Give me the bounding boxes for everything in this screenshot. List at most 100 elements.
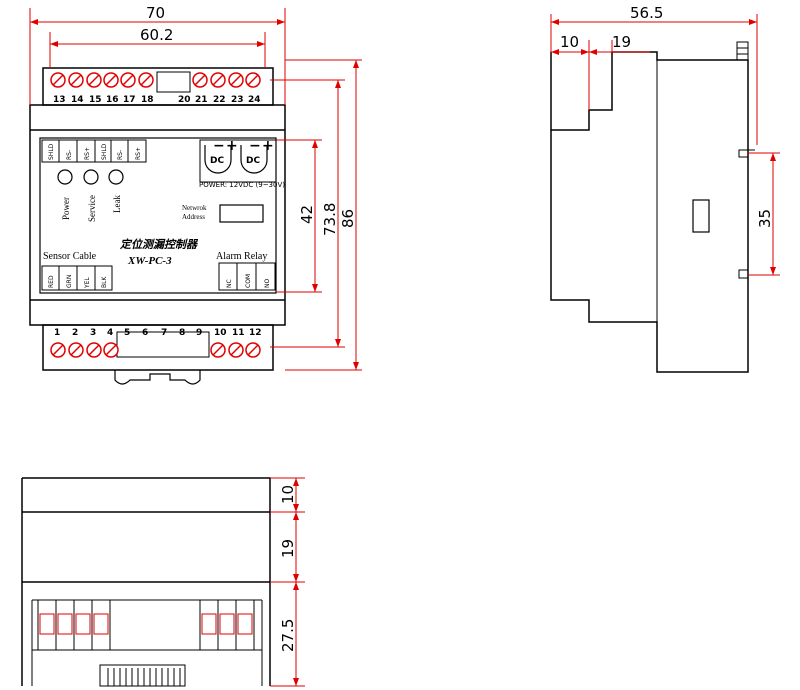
terminal-opening (75, 613, 91, 635)
bottom-screw-2-slot (70, 344, 82, 356)
dim-60-2: 60.2 (140, 26, 173, 44)
dim-86: 86 (339, 209, 357, 228)
relay-contact-label: NO (264, 279, 271, 288)
top-terminal-number: 18 (141, 95, 154, 105)
bottom-terminal-number: 11 (232, 328, 245, 338)
device-title-cn: 定位测漏控制器 (119, 238, 199, 251)
dim-70: 70 (146, 4, 165, 22)
bottom-screw-3-slot (88, 344, 100, 356)
terminal-opening (219, 613, 235, 635)
bottom-terminal-number: 5 (124, 328, 130, 338)
dc-connector-box (199, 139, 277, 183)
bottom-din-slot (99, 664, 186, 687)
port-label: SHLD (101, 143, 108, 160)
dc-plus-right: + (262, 138, 274, 154)
bottom-terminal-number: 4 (107, 328, 113, 338)
top-screw-9-slot (230, 74, 242, 86)
dc-label-right: DC (246, 156, 260, 166)
side-dimensions (550, 14, 780, 276)
bottom-terminal-number: 7 (161, 328, 167, 338)
power-text: POWER: 12VDC (9~30V) (199, 181, 285, 189)
dim-42: 42 (298, 205, 316, 224)
port-label: RS- (66, 150, 73, 160)
device-model: XW-PC-3 (127, 255, 172, 267)
top-terminal-number: 21 (195, 95, 208, 105)
bottom-screw-4-slot (105, 344, 117, 356)
network-label-2: Address (182, 213, 205, 221)
front-dimensions (29, 8, 362, 371)
dim-bottom-10: 10 (279, 485, 297, 504)
bottom-terminal-number: 1 (54, 328, 60, 338)
port-label: RS- (117, 150, 124, 160)
top-screw-3-slot (88, 74, 100, 86)
top-terminal-number: 24 (248, 95, 261, 105)
front-view (29, 67, 286, 385)
dim-35: 35 (756, 209, 774, 228)
bottom-terminal-number: 3 (90, 328, 96, 338)
top-screw-1-slot (52, 74, 64, 86)
bottom-dimensions (270, 477, 305, 687)
side-outline (550, 51, 749, 373)
top-screw-4-slot (105, 74, 117, 86)
led-label-leak: Leak (112, 195, 122, 213)
led-power (57, 169, 73, 185)
terminal-opening (39, 613, 55, 635)
bottom-terminal-number: 9 (196, 328, 202, 338)
top-screw-2-slot (70, 74, 82, 86)
network-label-1: Netwrok (182, 204, 207, 212)
bottom-terminal-number: 10 (214, 328, 227, 338)
port-label: SHLD (48, 143, 55, 160)
top-screw-8-slot (212, 74, 224, 86)
top-screw-7-slot (194, 74, 206, 86)
dim-bottom-27-5: 27.5 (279, 619, 297, 652)
terminal-opening (57, 613, 73, 635)
dc-label-left: DC (210, 156, 224, 166)
top-screw-6-slot (140, 74, 152, 86)
led-label-service: Service (87, 195, 97, 222)
bottom-view (21, 477, 271, 687)
led-service (83, 169, 99, 185)
dc-connector-right (240, 145, 268, 174)
side-clip-window (692, 199, 710, 233)
dc-connector-left (204, 145, 232, 174)
top-terminal-number: 14 (71, 95, 84, 105)
terminal-opening (237, 613, 253, 635)
top-terminal-number: 22 (213, 95, 226, 105)
dim-side-19: 19 (612, 33, 631, 51)
sensor-wire-label: RED (48, 275, 55, 288)
top-terminal-number: 17 (123, 95, 136, 105)
bottom-screw-5-slot (212, 344, 224, 356)
bottom-terminal-number: 8 (179, 328, 185, 338)
front-screws (50, 72, 261, 358)
top-terminal-number: 15 (89, 95, 102, 105)
dim-73-8: 73.8 (321, 203, 339, 236)
bottom-screw-7-slot (247, 344, 259, 356)
dc-plus-left: + (226, 138, 238, 154)
bottom-screw-6-slot (230, 344, 242, 356)
front-label-panel (39, 137, 277, 294)
top-terminal-number: 16 (106, 95, 119, 105)
dc-minus-left: − (213, 138, 225, 154)
led-label-power: Power (61, 197, 71, 220)
side-view (550, 41, 755, 373)
port-label: RS+ (84, 147, 91, 160)
side-dimension-text: 56.5 10 19 35 (560, 4, 774, 228)
din-clip (114, 370, 201, 385)
top-screw-10-slot (247, 74, 259, 86)
dim-56-5: 56.5 (630, 4, 663, 22)
relay-contact-label: NC (226, 279, 233, 288)
terminal-opening (201, 613, 217, 635)
sensor-wire-label: GRN (66, 275, 73, 288)
terminal-opening (93, 613, 109, 635)
port-label: RS+ (135, 147, 142, 160)
bottom-dimension-text: 10 19 27.5 (279, 485, 297, 652)
network-address-box (219, 204, 264, 223)
dim-bottom-19: 19 (279, 539, 297, 558)
top-screw-5-slot (122, 74, 134, 86)
sensor-wire-label: BLK (101, 276, 108, 288)
dc-minus-right: − (249, 138, 261, 154)
bottom-terminal-number: 12 (249, 328, 262, 338)
led-leak (108, 169, 124, 185)
